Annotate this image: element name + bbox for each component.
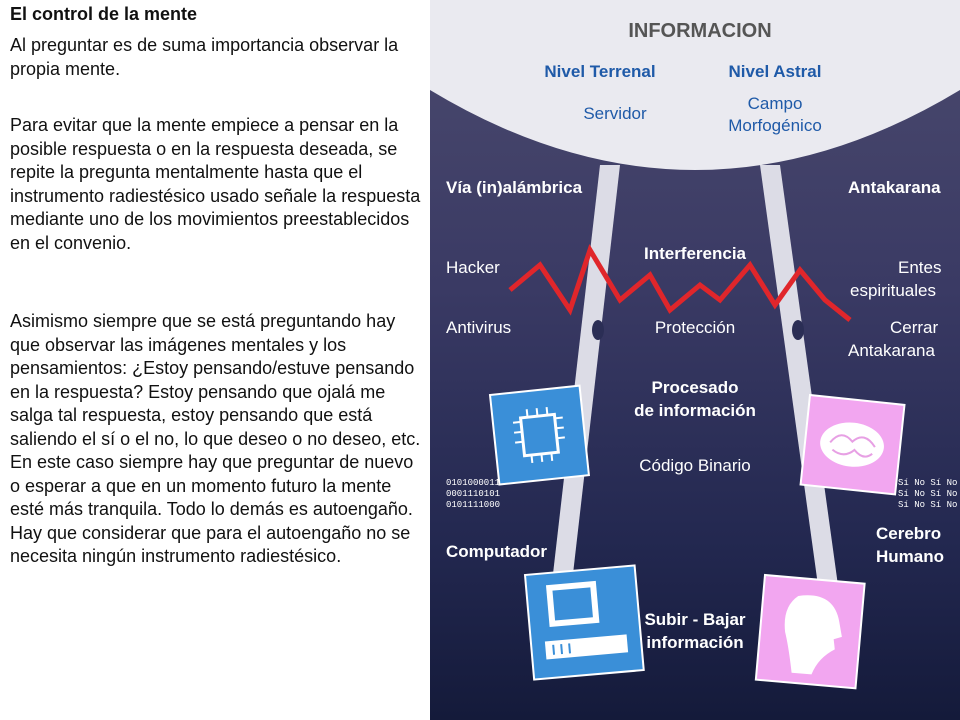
label-humano: Humano xyxy=(876,547,944,566)
label-cerebro: Cerebro xyxy=(876,524,942,543)
paragraph-observe-thoughts: Asimismo siempre que se está preguntando… xyxy=(10,311,421,566)
label-campo: Campo xyxy=(747,94,803,113)
label-servidor: Servidor xyxy=(583,104,647,123)
text-column: El control de la mente Al preguntar es d… xyxy=(0,0,428,720)
label-morfogenico: Morfogénico xyxy=(728,116,822,135)
label-cerrar-antakarana: Antakarana xyxy=(848,341,935,360)
label-entes: Entes xyxy=(898,258,942,277)
label-nivel-astral: Nivel Astral xyxy=(728,62,822,81)
label-computador: Computador xyxy=(446,542,548,561)
label-procesado: Procesado xyxy=(651,378,739,397)
page-title: El control de la mente xyxy=(10,4,198,24)
binary-code-text: 0101000011 0001110101 0101111000 xyxy=(446,478,501,510)
antakarana-beam xyxy=(760,165,840,600)
label-proteccion: Protección xyxy=(654,318,736,337)
label-espirituales: espirituales xyxy=(850,281,936,300)
label-nivel-terrenal: Nivel Terrenal xyxy=(544,62,656,81)
protection-notch-left xyxy=(592,320,604,340)
chip-box xyxy=(488,384,591,486)
diagram-header: INFORMACION xyxy=(628,20,772,42)
label-via-inalambrica: Vía (in)alámbrica xyxy=(446,178,583,197)
information-dome xyxy=(430,0,960,170)
label-informacion-bottom: información xyxy=(646,633,744,652)
label-interferencia: Interferencia xyxy=(643,244,747,263)
label-codigo-binario: Código Binario xyxy=(639,456,751,475)
label-antivirus: Antivirus xyxy=(446,318,512,337)
interference-zigzag xyxy=(508,244,852,322)
protection-notch-right xyxy=(792,320,804,340)
si-no-text: Sí No Sí No Sí No Sí No Sí No Sí No xyxy=(898,478,958,510)
label-cerrar: Cerrar xyxy=(890,318,939,337)
label-hacker: Hacker xyxy=(446,258,500,277)
diagram-graphics xyxy=(430,0,960,690)
label-subir-bajar: Subir - Bajar xyxy=(644,610,746,629)
computer-box xyxy=(523,564,645,681)
information-diagram: INFORMACION Nivel Terrenal Nivel Astral … xyxy=(430,0,960,720)
label-de-informacion: de información xyxy=(634,401,756,420)
brain-box xyxy=(799,393,906,496)
label-antakarana: Antakarana xyxy=(848,178,941,197)
paragraph-intro: Al preguntar es de suma importancia obse… xyxy=(10,35,399,79)
head-box xyxy=(754,573,866,690)
paragraph-repeat-question: Para evitar que la mente empiece a pensa… xyxy=(10,115,421,253)
